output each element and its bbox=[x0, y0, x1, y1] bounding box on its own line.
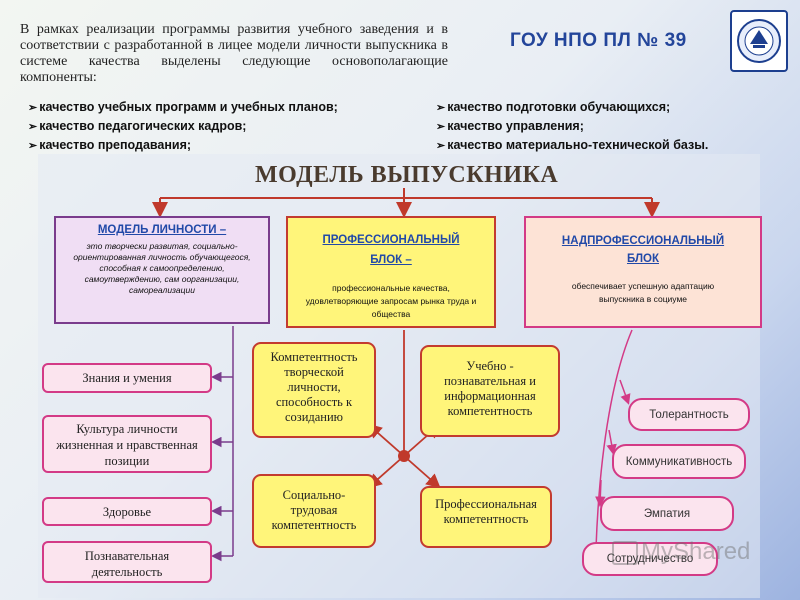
professional-title: ПРОФЕССИОНАЛЬНЫЙ БЛОК – bbox=[322, 234, 460, 266]
right-item-communication: Коммуникативность bbox=[612, 444, 746, 479]
professional-block: ПРОФЕССИОНАЛЬНЫЙ БЛОК – профессиональные… bbox=[286, 216, 496, 328]
personality-block: МОДЕЛЬ ЛИЧНОСТИ – это творчески развитая… bbox=[54, 216, 270, 324]
bullet-left-2: ➢качество педагогических кадров; bbox=[28, 119, 247, 133]
right-item-empathy: Эмпатия bbox=[600, 496, 734, 531]
intro-paragraph: В рамках реализации программы развития у… bbox=[20, 22, 448, 85]
bullet-right-3: ➢качество материально-технической базы. bbox=[436, 138, 709, 152]
supra-title: НАДПРОФЕССИОНАЛЬНЫЙ БЛОК bbox=[561, 235, 725, 265]
bullet-left-1: ➢качество учебных программ и учебных пла… bbox=[28, 100, 338, 114]
supra-text: обеспечивает успешную адаптацию выпускни… bbox=[571, 281, 715, 304]
left-item-health: Здоровье bbox=[42, 497, 212, 526]
school-emblem-icon bbox=[730, 10, 788, 72]
left-item-cognitive: Познавательная деятельность bbox=[42, 541, 212, 583]
left-item-culture: Культура личности жизненная и нравственн… bbox=[42, 415, 212, 473]
personality-text: это творчески развитая, социально-ориент… bbox=[73, 241, 251, 295]
watermark: MyShared bbox=[612, 538, 750, 566]
right-item-tolerance: Толерантность bbox=[628, 398, 750, 431]
personality-title: МОДЕЛЬ ЛИЧНОСТИ – bbox=[97, 224, 227, 236]
bullet-right-2: ➢качество управления; bbox=[436, 119, 584, 133]
professional-text: профессиональные качества, удовлетворяющ… bbox=[305, 283, 477, 319]
bullet-right-1: ➢качество подготовки обучающихся; bbox=[436, 100, 671, 114]
center-item-creative: Компетентность творческой личности, спос… bbox=[252, 342, 376, 438]
supra-block: НАДПРОФЕССИОНАЛЬНЫЙ БЛОК обеспечивает ус… bbox=[524, 216, 762, 328]
right-item-cooperation: Сотрудничество bbox=[582, 542, 718, 576]
center-item-professional: Профессиональная компетентность bbox=[420, 486, 552, 548]
school-title: ГОУ НПО ПЛ № 39 bbox=[510, 30, 687, 51]
center-item-social: Социально-трудовая компетентность bbox=[252, 474, 376, 548]
center-item-learning: Учебно - познавательная и информационная… bbox=[420, 345, 560, 437]
watermark-logo-icon bbox=[612, 540, 638, 565]
bullet-left-3: ➢качество преподавания; bbox=[28, 138, 192, 152]
left-item-knowledge: Знания и умения bbox=[42, 363, 212, 393]
model-title: МОДЕЛЬ ВЫПУСКНИКА bbox=[255, 162, 559, 188]
